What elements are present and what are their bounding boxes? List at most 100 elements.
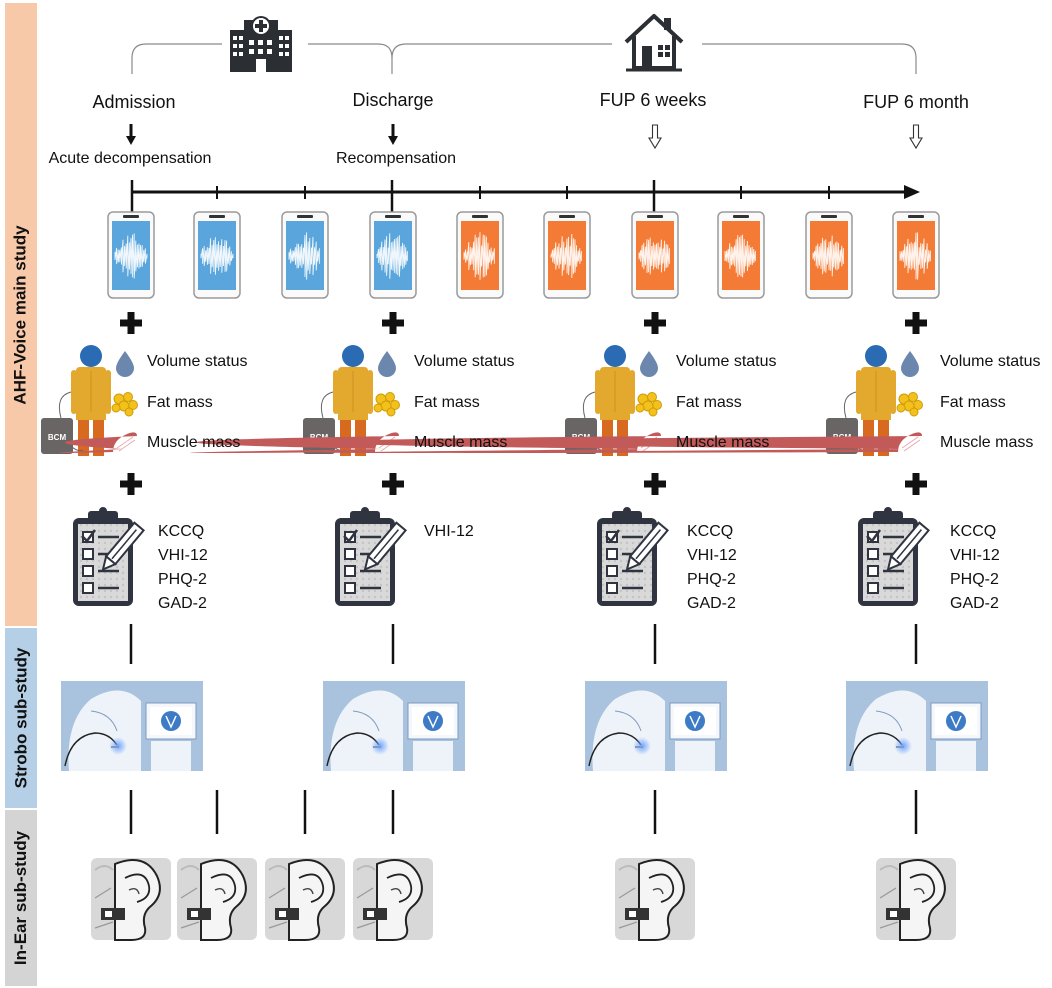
ear-icon xyxy=(265,858,345,941)
ear-icon xyxy=(177,858,257,941)
questionnaire-list-discharge: VHI-12 xyxy=(424,520,474,544)
discharge-sublabel: Recompensation xyxy=(335,150,457,167)
clipboard-checklist-icon xyxy=(858,507,931,606)
smartphone-voice-recording-icon xyxy=(281,211,329,299)
bcm-device-icon: BCM xyxy=(565,418,597,454)
questionnaire-item: PHQ-2 xyxy=(687,571,736,588)
bcm-device-label: BCM xyxy=(48,433,67,442)
plus-icon xyxy=(905,312,927,334)
stroboscopy-icon xyxy=(846,681,988,771)
stroboscopy-icon xyxy=(323,681,465,771)
questionnaire-item: GAD-2 xyxy=(950,595,999,612)
questionnaire-item: VHI-12 xyxy=(424,523,474,540)
home-phase-bracket xyxy=(391,43,917,74)
metric-fat-3: Fat mass xyxy=(676,394,742,411)
stroboscopy-icon xyxy=(585,681,727,771)
admission-sublabel: Acute decompensation xyxy=(48,150,212,167)
questionnaire-item: GAD-2 xyxy=(158,595,207,612)
smartphone-voice-recording-icon xyxy=(456,211,504,299)
smartphone-voice-recording-icon xyxy=(543,211,591,299)
questionnaire-item: PHQ-2 xyxy=(950,571,999,588)
pencil-icon xyxy=(101,521,146,572)
ear-icon xyxy=(91,858,171,941)
band-main-study: AHF-Voice main study xyxy=(5,3,37,626)
metric-muscle-3: Muscle mass xyxy=(676,434,770,451)
body-composition-group: BCM xyxy=(41,345,138,456)
plus-icon xyxy=(644,473,666,495)
questionnaire-item: KCCQ xyxy=(158,523,205,540)
bcm-device-icon: BCM xyxy=(826,418,858,454)
timepoint-fup6w-label: FUP 6 weeks xyxy=(599,90,707,110)
smartphone-voice-recording-icon xyxy=(717,211,765,299)
muscle-icon xyxy=(58,432,137,453)
smartphone-voice-recording-icon xyxy=(631,211,679,299)
open-down-arrow-icon xyxy=(648,124,662,150)
solid-down-arrow-icon xyxy=(388,124,398,145)
plus-icon xyxy=(120,312,142,334)
smartphone-voice-recording-icon xyxy=(369,211,417,299)
band-inear-study: In-Ear sub-study xyxy=(5,810,37,986)
plus-icon xyxy=(120,473,142,495)
body-composition-group: BCM xyxy=(189,345,400,456)
smartphone-voice-recording-icon xyxy=(805,211,853,299)
smartphone-voice-recording-icon xyxy=(892,211,940,299)
questionnaire-item: VHI-12 xyxy=(950,547,1000,564)
smartphone-voice-recording-icon xyxy=(107,211,155,299)
timepoint-admission-label: Admission xyxy=(92,92,176,112)
ear-icon xyxy=(876,858,956,941)
muscle-icon xyxy=(451,432,922,453)
droplet-icon xyxy=(901,351,919,377)
metric-volume-1: Volume status xyxy=(147,353,248,370)
plus-icon xyxy=(382,312,404,334)
plus-icon xyxy=(905,473,927,495)
open-down-arrow-icon xyxy=(909,124,923,150)
plus-icon xyxy=(644,312,666,334)
questionnaire-list-fup6m: KCCQ VHI-12 PHQ-2 GAD-2 xyxy=(950,520,1000,616)
bcm-device-icon: BCM xyxy=(303,418,335,454)
questionnaire-list-fup6w: KCCQ VHI-12 PHQ-2 GAD-2 xyxy=(687,520,737,616)
plus-icon xyxy=(382,473,404,495)
person-icon xyxy=(71,345,111,456)
metric-volume-4: Volume status xyxy=(940,353,1041,370)
ear-icon xyxy=(615,858,695,941)
questionnaire-list-admission: KCCQ VHI-12 PHQ-2 GAD-2 xyxy=(158,520,208,616)
hospital-icon xyxy=(230,16,292,72)
fat-cells-icon xyxy=(111,392,138,417)
pencil-icon xyxy=(886,521,931,572)
fat-cells-icon xyxy=(373,392,400,417)
clipboard-checklist-icon xyxy=(597,507,670,606)
questionnaire-item: VHI-12 xyxy=(158,547,208,564)
questionnaire-item: PHQ-2 xyxy=(158,571,207,588)
timeline-axis xyxy=(130,180,920,212)
pencil-icon xyxy=(363,521,408,572)
ear-icon xyxy=(353,858,433,941)
band-strobo-study: Strobo sub-study xyxy=(5,628,37,808)
person-icon xyxy=(856,345,896,456)
solid-down-arrow-icon xyxy=(126,124,136,145)
metric-fat-4: Fat mass xyxy=(940,394,1006,411)
home-icon xyxy=(624,14,684,72)
metric-muscle-2: Muscle mass xyxy=(414,434,508,451)
questionnaire-item: KCCQ xyxy=(687,523,734,540)
droplet-icon xyxy=(116,351,134,377)
questionnaire-item: GAD-2 xyxy=(687,595,736,612)
questionnaire-item: KCCQ xyxy=(950,523,997,540)
bcm-device-icon: BCM xyxy=(41,418,73,454)
timepoint-discharge-label: Discharge xyxy=(352,90,434,110)
fat-cells-icon xyxy=(635,392,662,417)
stroboscopy-icon xyxy=(61,681,203,771)
pencil-icon xyxy=(625,521,670,572)
body-composition-group: BCM xyxy=(451,345,923,456)
metric-muscle-4: Muscle mass xyxy=(940,434,1034,451)
droplet-icon xyxy=(640,351,658,377)
body-composition-group: BCM xyxy=(320,345,662,456)
clipboard-checklist-icon xyxy=(335,507,408,606)
timepoint-fup6m-label: FUP 6 month xyxy=(863,92,969,112)
fat-cells-icon xyxy=(896,392,923,417)
metric-fat-2: Fat mass xyxy=(414,394,480,411)
metric-volume-2: Volume status xyxy=(414,353,515,370)
metric-fat-1: Fat mass xyxy=(147,394,213,411)
droplet-icon xyxy=(378,351,396,377)
questionnaire-item: VHI-12 xyxy=(687,547,737,564)
